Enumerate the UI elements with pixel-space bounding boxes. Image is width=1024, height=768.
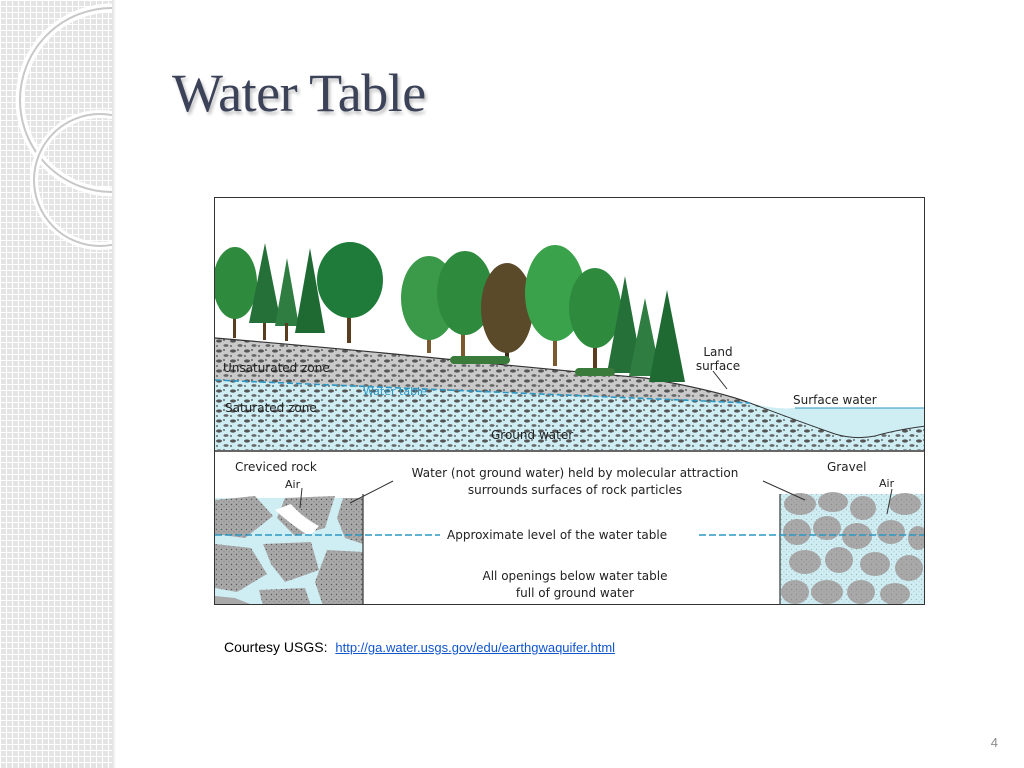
slide-title: Water Table: [172, 63, 426, 123]
sidebar-shadow: [112, 0, 116, 768]
forest-illustration: [215, 242, 685, 382]
creviced-rock-inset: [215, 494, 364, 604]
air-label-right: Air: [879, 477, 895, 490]
water-table-label: Water table: [363, 385, 427, 398]
water-table-line: [215, 379, 751, 404]
decorative-sidebar: [0, 0, 112, 768]
unsaturated-zone: [215, 338, 750, 403]
surface-water-label: Surface water: [793, 393, 877, 407]
decorative-circles: [15, 3, 112, 250]
saturated-zone: [215, 380, 924, 450]
land-surface-pointer: [712, 370, 728, 390]
diagram-artwork: [215, 242, 924, 604]
gravel-inset: [779, 492, 924, 604]
molecular-attraction-label: Water (not ground water) held by molecul…: [411, 466, 739, 497]
land-surface-line: [215, 337, 751, 404]
approx-level-label: Approximate level of the water table: [445, 528, 670, 542]
ground-water-label: Ground water: [491, 428, 574, 442]
air-pointer-right: [886, 488, 893, 515]
creviced-rock-label: Creviced rock: [235, 460, 317, 474]
air-label-left: Air: [285, 478, 301, 491]
unsaturated-zone-label: Unsaturated zone: [223, 361, 330, 375]
image-credit: Courtesy USGS: http://ga.water.usgs.gov/…: [224, 639, 615, 655]
pointer-line-right: [762, 480, 806, 501]
water-table-diagram: Unsaturated zone Water table Saturated z…: [214, 197, 925, 605]
credit-prefix: Courtesy USGS:: [224, 639, 328, 655]
gravel-label: Gravel: [827, 460, 867, 474]
openings-label: All openings below water table full of g…: [482, 569, 668, 600]
land-surface-label: Land surface: [695, 345, 741, 373]
pointer-line-left: [349, 480, 394, 504]
saturated-zone-label: Saturated zone: [225, 401, 317, 415]
air-pointer-left: [299, 487, 303, 509]
credit-link[interactable]: http://ga.water.usgs.gov/edu/earthgwaqui…: [335, 640, 616, 655]
page-number: 4: [990, 735, 998, 750]
surface-water: [749, 402, 924, 439]
